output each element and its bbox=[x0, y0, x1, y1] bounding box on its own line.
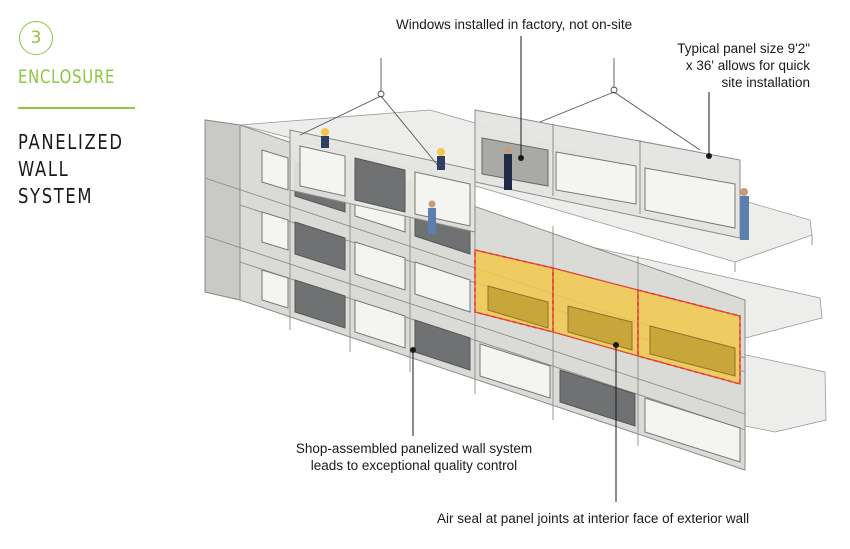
topic-title-line: WALL bbox=[18, 157, 70, 181]
callout-line: Typical panel size 9'2" bbox=[677, 41, 810, 56]
lifted-panel-right bbox=[474, 109, 741, 239]
topic-title: PANELIZED WALL SYSTEM bbox=[18, 129, 124, 210]
lifted-panel-left bbox=[289, 129, 476, 233]
callout-windows-installed: Windows installed in factory, not on-sit… bbox=[396, 17, 633, 32]
worker-figure-icon bbox=[740, 188, 749, 240]
callout-line: Shop-assembled panelized wall system bbox=[295, 441, 533, 456]
callout-line: leads to exceptional quality control bbox=[310, 458, 518, 473]
callout-line: x 36' allows for quick bbox=[685, 58, 810, 73]
callout-panel-size: Typical panel size 9'2" x 36' allows for… bbox=[677, 40, 810, 91]
windows-row-lower bbox=[261, 269, 741, 463]
callout-leader-dots bbox=[410, 153, 712, 353]
crane-hook-icon bbox=[377, 90, 385, 98]
section-title: ENCLOSURE bbox=[18, 66, 116, 88]
section-divider bbox=[18, 107, 135, 109]
step-number: 3 bbox=[30, 28, 42, 48]
callout-shop-assembled: Shop-assembled panelized wall system lea… bbox=[268, 440, 560, 474]
topic-title-line: PANELIZED bbox=[18, 130, 124, 154]
callout-line: site installation bbox=[721, 75, 810, 90]
facade-end-wall bbox=[204, 119, 241, 301]
callout-leader-lines bbox=[412, 36, 710, 502]
windows-row-middle bbox=[261, 211, 471, 313]
worker-figure-icon bbox=[437, 148, 445, 170]
worker-figure-icon bbox=[504, 146, 512, 190]
step-number-badge: 3 bbox=[19, 21, 53, 55]
crane-hook-icon bbox=[610, 86, 618, 94]
crane-rigging bbox=[299, 58, 701, 169]
sidebar: 3 ENCLOSURE PANELIZED WALL SYSTEM bbox=[0, 0, 160, 549]
callout-air-seal: Air seal at panel joints at interior fac… bbox=[437, 511, 750, 526]
worker-figure-icon bbox=[321, 128, 329, 148]
topic-title-line: SYSTEM bbox=[18, 184, 94, 208]
air-seal-highlight-panels bbox=[474, 248, 741, 386]
worker-figure-icon bbox=[428, 200, 436, 234]
